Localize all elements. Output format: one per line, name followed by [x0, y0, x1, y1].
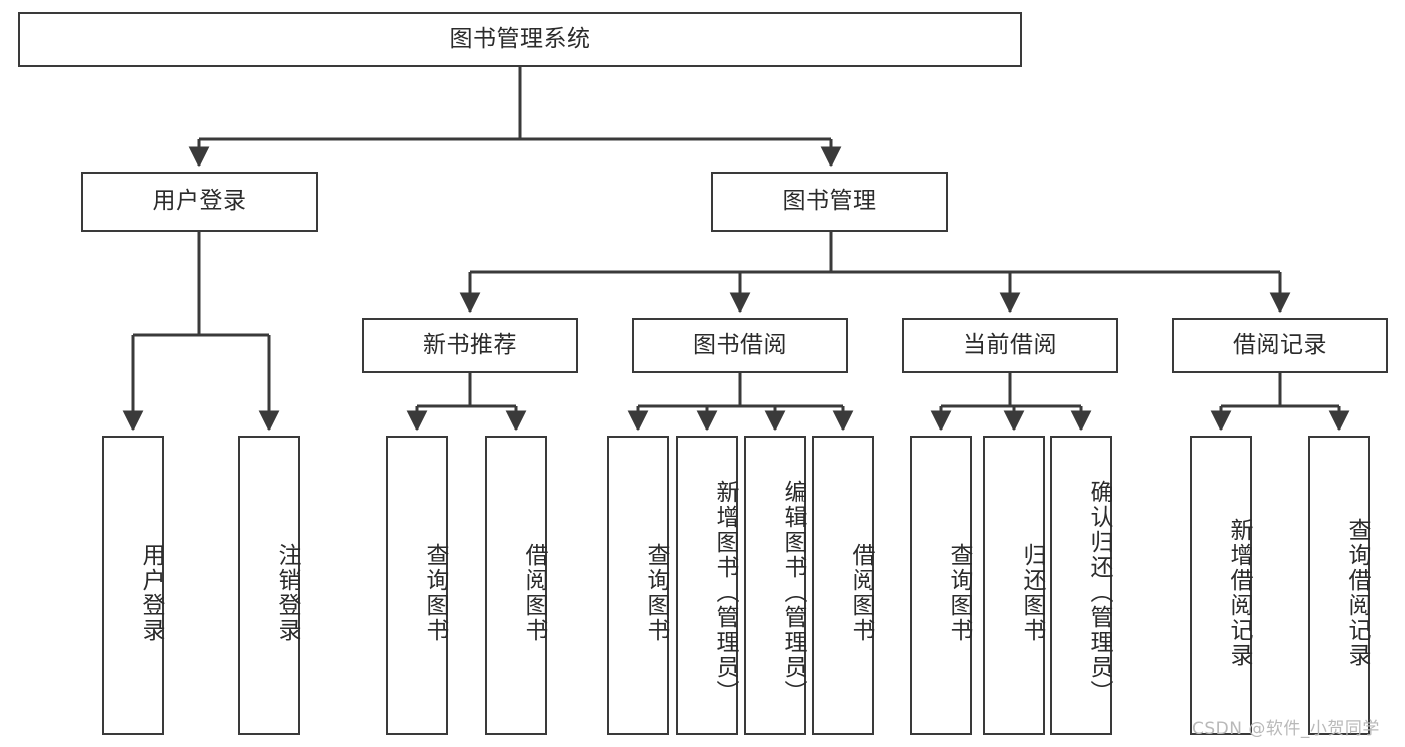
- node-leaf-confirm-return[interactable]: 确认归还（管理员）: [1050, 436, 1112, 735]
- node-leaf-user-login[interactable]: 用户登录: [102, 436, 164, 735]
- node-book-manage-label: 图书管理: [782, 188, 877, 215]
- node-leaf-query-record-label: 查询借阅记录: [1344, 517, 1370, 668]
- node-leaf-return-book[interactable]: 归还图书: [983, 436, 1045, 735]
- node-leaf-user-login-label: 用户登录: [138, 542, 164, 643]
- node-leaf-return-book-label: 归还图书: [1019, 542, 1045, 643]
- node-leaf-query-book-3[interactable]: 查询图书: [910, 436, 972, 735]
- node-root[interactable]: 图书管理系统: [18, 12, 1022, 67]
- node-borrow-record[interactable]: 借阅记录: [1172, 318, 1388, 373]
- node-current-borrow-label: 当前借阅: [963, 331, 1057, 358]
- node-leaf-edit-book[interactable]: 编辑图书（管理员）: [744, 436, 806, 735]
- csdn-watermark: CSDN @软件_小贺同学: [1192, 719, 1380, 739]
- node-leaf-query-book-3-label: 查询图书: [946, 542, 972, 643]
- node-leaf-logout-label: 注销登录: [274, 542, 300, 643]
- node-current-borrow[interactable]: 当前借阅: [902, 318, 1118, 373]
- node-new-book-rec[interactable]: 新书推荐: [362, 318, 578, 373]
- node-leaf-borrow-book-2[interactable]: 借阅图书: [812, 436, 874, 735]
- node-leaf-add-record-label: 新增借阅记录: [1226, 517, 1252, 668]
- node-book-manage[interactable]: 图书管理: [711, 172, 948, 232]
- node-new-book-rec-label: 新书推荐: [423, 331, 517, 358]
- node-leaf-logout[interactable]: 注销登录: [238, 436, 300, 735]
- node-leaf-query-book-1-label: 查询图书: [422, 542, 448, 643]
- node-leaf-borrow-book-1[interactable]: 借阅图书: [485, 436, 547, 735]
- node-leaf-query-book-2[interactable]: 查询图书: [607, 436, 669, 735]
- node-user-login[interactable]: 用户登录: [81, 172, 318, 232]
- node-borrow-record-label: 借阅记录: [1233, 331, 1327, 358]
- node-book-borrow[interactable]: 图书借阅: [632, 318, 848, 373]
- node-leaf-query-book-2-label: 查询图书: [643, 542, 669, 643]
- node-leaf-add-record[interactable]: 新增借阅记录: [1190, 436, 1252, 735]
- node-user-login-label: 用户登录: [152, 188, 247, 215]
- node-root-label: 图书管理系统: [449, 25, 591, 52]
- node-leaf-borrow-book-2-label: 借阅图书: [848, 542, 874, 643]
- node-leaf-add-book-label: 新增图书（管理员）: [712, 480, 738, 705]
- node-book-borrow-label: 图书借阅: [693, 331, 787, 358]
- node-leaf-query-book-1[interactable]: 查询图书: [386, 436, 448, 735]
- node-leaf-edit-book-label: 编辑图书（管理员）: [780, 480, 806, 705]
- node-leaf-confirm-return-label: 确认归还（管理员）: [1086, 480, 1112, 705]
- node-leaf-add-book[interactable]: 新增图书（管理员）: [676, 436, 738, 735]
- node-leaf-query-record[interactable]: 查询借阅记录: [1308, 436, 1370, 735]
- node-leaf-borrow-book-1-label: 借阅图书: [521, 542, 547, 643]
